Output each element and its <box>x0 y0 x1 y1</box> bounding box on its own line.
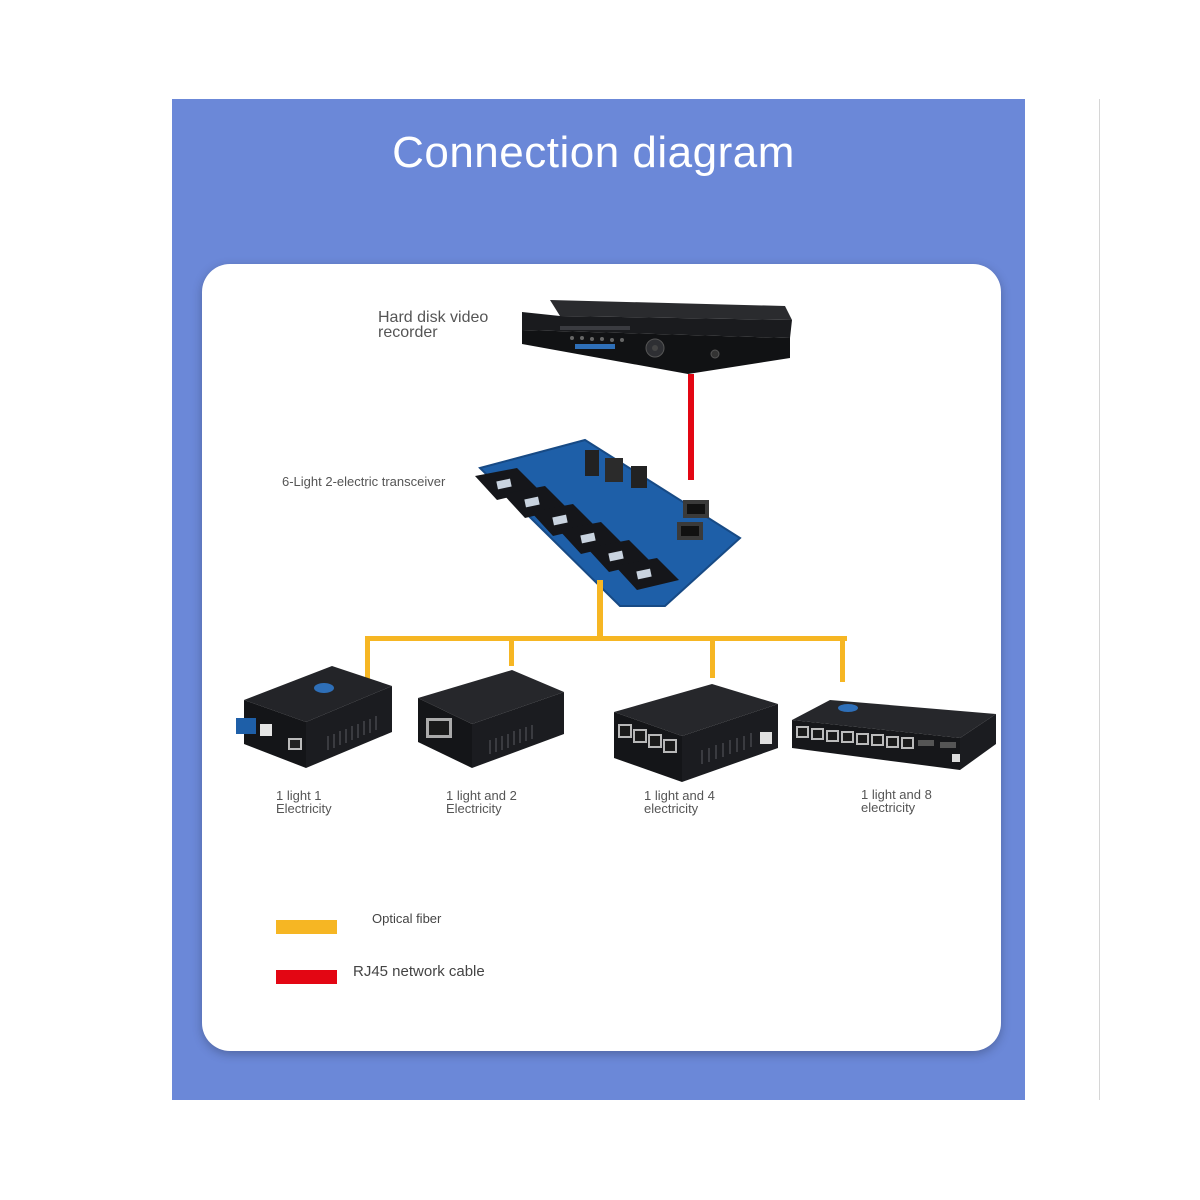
edge-divider <box>1099 99 1100 1100</box>
converter-3-device <box>614 684 778 782</box>
converter-4-device <box>792 700 996 770</box>
diagram-title: Connection diagram <box>392 128 795 177</box>
fiber-drop-4 <box>840 636 845 682</box>
fiber-drop-2 <box>509 636 514 666</box>
converter-4-label: 1 light and 8 electricity <box>861 787 932 815</box>
converter-2-device <box>418 670 564 768</box>
transceiver-board <box>475 438 742 607</box>
legend-fiber-swatch <box>276 920 337 934</box>
legend-rj45-swatch <box>276 970 337 984</box>
fiber-bus <box>365 636 847 641</box>
dvr-device <box>522 300 792 374</box>
fiber-trunk <box>597 580 603 640</box>
transceiver-label: 6-Light 2-electric transceiver <box>282 474 446 489</box>
converter-2-label: 1 light and 2 Electricity <box>446 788 517 816</box>
legend-rj45-label: RJ45 network cable <box>353 963 485 980</box>
rj45-cable-line <box>688 374 694 480</box>
fiber-drop-1 <box>365 636 370 680</box>
converter-3-label: 1 light and 4 electricity <box>644 788 715 816</box>
converter-1-label: 1 light 1 Electricity <box>276 788 332 816</box>
diagram-card <box>202 264 1001 1051</box>
dvr-label: Hard disk video recorder <box>378 309 489 341</box>
fiber-drop-3 <box>710 636 715 678</box>
converter-1-device <box>236 666 392 768</box>
legend-fiber-label: Optical fiber <box>372 911 442 926</box>
